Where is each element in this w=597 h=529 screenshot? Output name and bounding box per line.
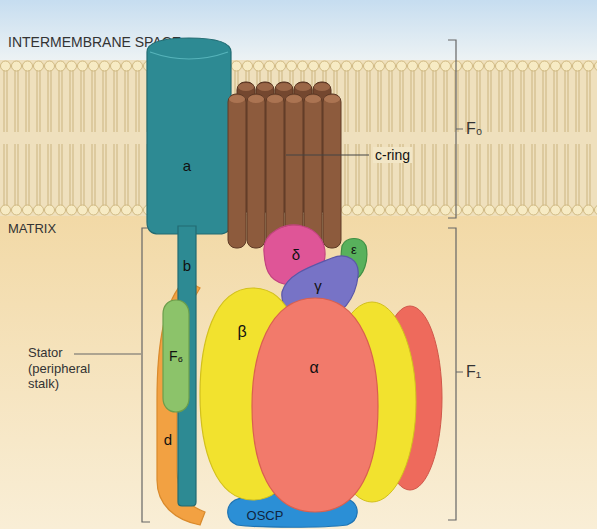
subunit-a: a — [147, 38, 231, 234]
label-anchor: MATRIX — [8, 221, 56, 237]
ring-column-top — [295, 83, 311, 91]
label-anchor: Stator (peripheral stalk) — [28, 345, 108, 392]
ring-column-top — [286, 95, 302, 103]
matrix-region — [0, 215, 597, 529]
ring-column-top — [314, 83, 330, 91]
c-ring-shape — [226, 80, 436, 250]
ring-column — [304, 94, 322, 248]
ring-column — [247, 94, 265, 248]
subunit-label: δ — [292, 246, 300, 263]
subunit-alpha: α — [250, 296, 380, 514]
f1-bracket — [448, 228, 463, 520]
part-group-label: F₀ — [466, 119, 482, 138]
stator-label: Stator (peripheral stalk) — [28, 345, 108, 392]
ring-front — [228, 94, 341, 248]
ring-column-top — [248, 95, 264, 103]
intermembrane-space — [0, 0, 597, 62]
ring-column-top — [229, 95, 245, 103]
subunit-outline — [147, 38, 231, 234]
ring-column-top — [238, 83, 254, 91]
subunit-outline — [150, 52, 228, 59]
subunit-outline — [157, 280, 205, 525]
part-group-label: F₁ — [466, 362, 481, 381]
region-label: MATRIX — [8, 221, 56, 237]
subunit-label: α — [309, 359, 318, 377]
subunit-label: β — [237, 323, 246, 341]
ring-column — [323, 94, 341, 248]
f0-bracket — [448, 40, 463, 218]
subunit-label: d — [164, 431, 172, 448]
ring-column — [228, 94, 246, 248]
subunit-label: ε — [351, 243, 357, 258]
ring-column-top — [257, 83, 273, 91]
ring-column-top — [324, 95, 340, 103]
subunit-label: c-ring — [373, 147, 412, 163]
subunit-a-shape — [147, 38, 231, 234]
subunit-label: γ — [314, 277, 322, 294]
label-anchor: F₀ — [466, 119, 482, 138]
subunit-outline — [252, 298, 378, 512]
subunit-outline — [228, 494, 357, 527]
subunit-alpha-shape — [250, 296, 380, 514]
leader-line — [286, 154, 369, 155]
label-anchor: F₁ — [466, 362, 481, 381]
c-ring: c-ring — [226, 80, 436, 250]
stator-bracket — [142, 228, 150, 522]
subunit-label: b — [183, 257, 191, 274]
ring-column-top — [267, 95, 283, 103]
subunit-label: F₆ — [169, 348, 183, 364]
ring-column-top — [276, 83, 292, 91]
leader-line — [74, 353, 141, 354]
subunit-label: OSCP — [247, 509, 284, 524]
ring-column-top — [305, 95, 321, 103]
subunit-outline — [163, 300, 189, 412]
subunit-label: a — [183, 157, 191, 174]
ring-column — [266, 94, 284, 248]
subunit-f6: F₆ — [162, 300, 190, 412]
